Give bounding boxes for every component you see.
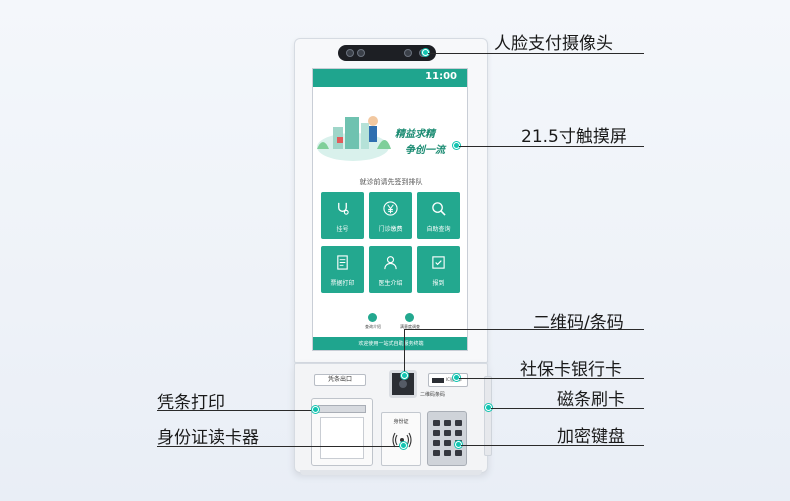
nfc-icon <box>392 432 412 448</box>
keypad-key <box>433 420 440 426</box>
keypad-key <box>455 450 462 456</box>
callout-dot <box>453 142 460 149</box>
callout-qr-barcode: 二维码/条码 <box>533 313 624 333</box>
tile-receipt-print[interactable]: 票据打印 <box>321 246 364 293</box>
callout-line <box>157 446 401 447</box>
checkin-icon <box>432 256 445 269</box>
callout-line <box>157 410 313 411</box>
survey-icon[interactable] <box>405 313 414 322</box>
clock-time: 11:00 <box>425 71 457 82</box>
keypad-key <box>455 420 462 426</box>
tile-registration[interactable]: 挂号 <box>321 192 364 239</box>
tile-doctor-intro[interactable]: 医生介绍 <box>369 246 412 293</box>
banner-slogan-1: 精益求精 <box>395 129 435 140</box>
callout-line <box>404 329 644 330</box>
scanner-note: 二维码条码 <box>420 392 446 398</box>
keypad-key <box>444 440 451 446</box>
camera-lens-icon <box>357 49 365 57</box>
doctor-icon <box>384 256 397 270</box>
encrypted-keypad <box>427 411 467 466</box>
checkin-prompt: 就诊前请先签到排队 <box>359 178 423 186</box>
id-card-reader: 身份证 <box>381 412 421 466</box>
tile-label: 报到 <box>432 280 445 287</box>
callout-encrypted-keypad: 加密键盘 <box>557 427 625 447</box>
keypad-key <box>433 440 440 446</box>
tile-self-query[interactable]: 自助查询 <box>417 192 460 239</box>
callout-line <box>491 408 644 409</box>
tile-label: 挂号 <box>336 226 349 233</box>
camera-lens-icon <box>404 49 412 57</box>
card-slot-opening <box>432 378 444 383</box>
stethoscope-icon <box>338 202 349 215</box>
callout-line <box>404 329 405 374</box>
keypad-key <box>444 420 451 426</box>
keypad-key <box>433 430 440 436</box>
tile-label: 票据打印 <box>330 280 355 287</box>
callout-dot <box>485 404 492 411</box>
printer-door <box>320 417 364 459</box>
callout-dot <box>453 374 460 381</box>
callout-line <box>459 378 644 379</box>
callout-magstripe: 磁条刷卡 <box>557 390 625 410</box>
touchscreen[interactable]: 11:00 精益求精 争创一流 就诊前请先签到排队 挂号 门诊缴费 自助查询 票… <box>312 68 468 351</box>
query-intro-link[interactable]: 查询介绍 <box>365 324 381 329</box>
printer-label: 凭条出口 <box>314 374 366 386</box>
query-intro-icon[interactable] <box>368 313 377 322</box>
callout-receipt-print: 凭条打印 <box>157 393 225 413</box>
keypad-key <box>455 430 462 436</box>
callout-line <box>459 146 644 147</box>
receipt-printer <box>311 398 373 466</box>
bank-card-slot: IC银行卡 <box>428 373 468 387</box>
callout-dot <box>400 442 407 449</box>
keypad-key <box>433 450 440 456</box>
tile-label: 医生介绍 <box>378 280 403 287</box>
callout-id-reader: 身份证读卡器 <box>157 428 259 448</box>
callout-dot <box>455 441 462 448</box>
screen-footer: 欢迎使用一站式自助服务终端 <box>313 337 467 350</box>
tile-checkin[interactable]: 报到 <box>417 246 460 293</box>
callout-social-bank-card: 社保卡银行卡 <box>520 360 622 380</box>
kiosk-base <box>300 470 482 475</box>
banner-slogan-2: 争创一流 <box>405 145 445 156</box>
screen-top-bar: 11:00 <box>313 69 467 87</box>
camera-lens-icon <box>346 49 354 57</box>
survey-link[interactable]: 满意度调查 <box>400 324 420 329</box>
id-reader-label: 身份证 <box>393 419 409 425</box>
callout-line <box>461 445 644 446</box>
magstripe-reader <box>484 376 492 456</box>
callout-dot <box>401 372 408 379</box>
keypad-key <box>444 430 451 436</box>
tile-label: 自助查询 <box>426 226 451 233</box>
callout-touchscreen: 21.5寸触摸屏 <box>521 127 627 147</box>
paper-exit-slot <box>318 405 366 413</box>
search-icon <box>432 202 446 216</box>
medical-scene-illustration <box>317 116 391 161</box>
callout-dot <box>422 49 429 56</box>
scanner-lens-icon <box>399 380 407 388</box>
callout-line <box>428 53 644 54</box>
callout-face-camera: 人脸支付摄像头 <box>494 34 613 54</box>
callout-dot <box>312 406 319 413</box>
tile-outpatient-payment[interactable]: 门诊缴费 <box>369 192 412 239</box>
banner-illustration: 精益求精 争创一流 <box>313 87 467 169</box>
yen-icon <box>383 201 398 216</box>
tile-label: 门诊缴费 <box>378 226 403 233</box>
receipt-icon <box>337 255 348 270</box>
keypad-key <box>444 450 451 456</box>
